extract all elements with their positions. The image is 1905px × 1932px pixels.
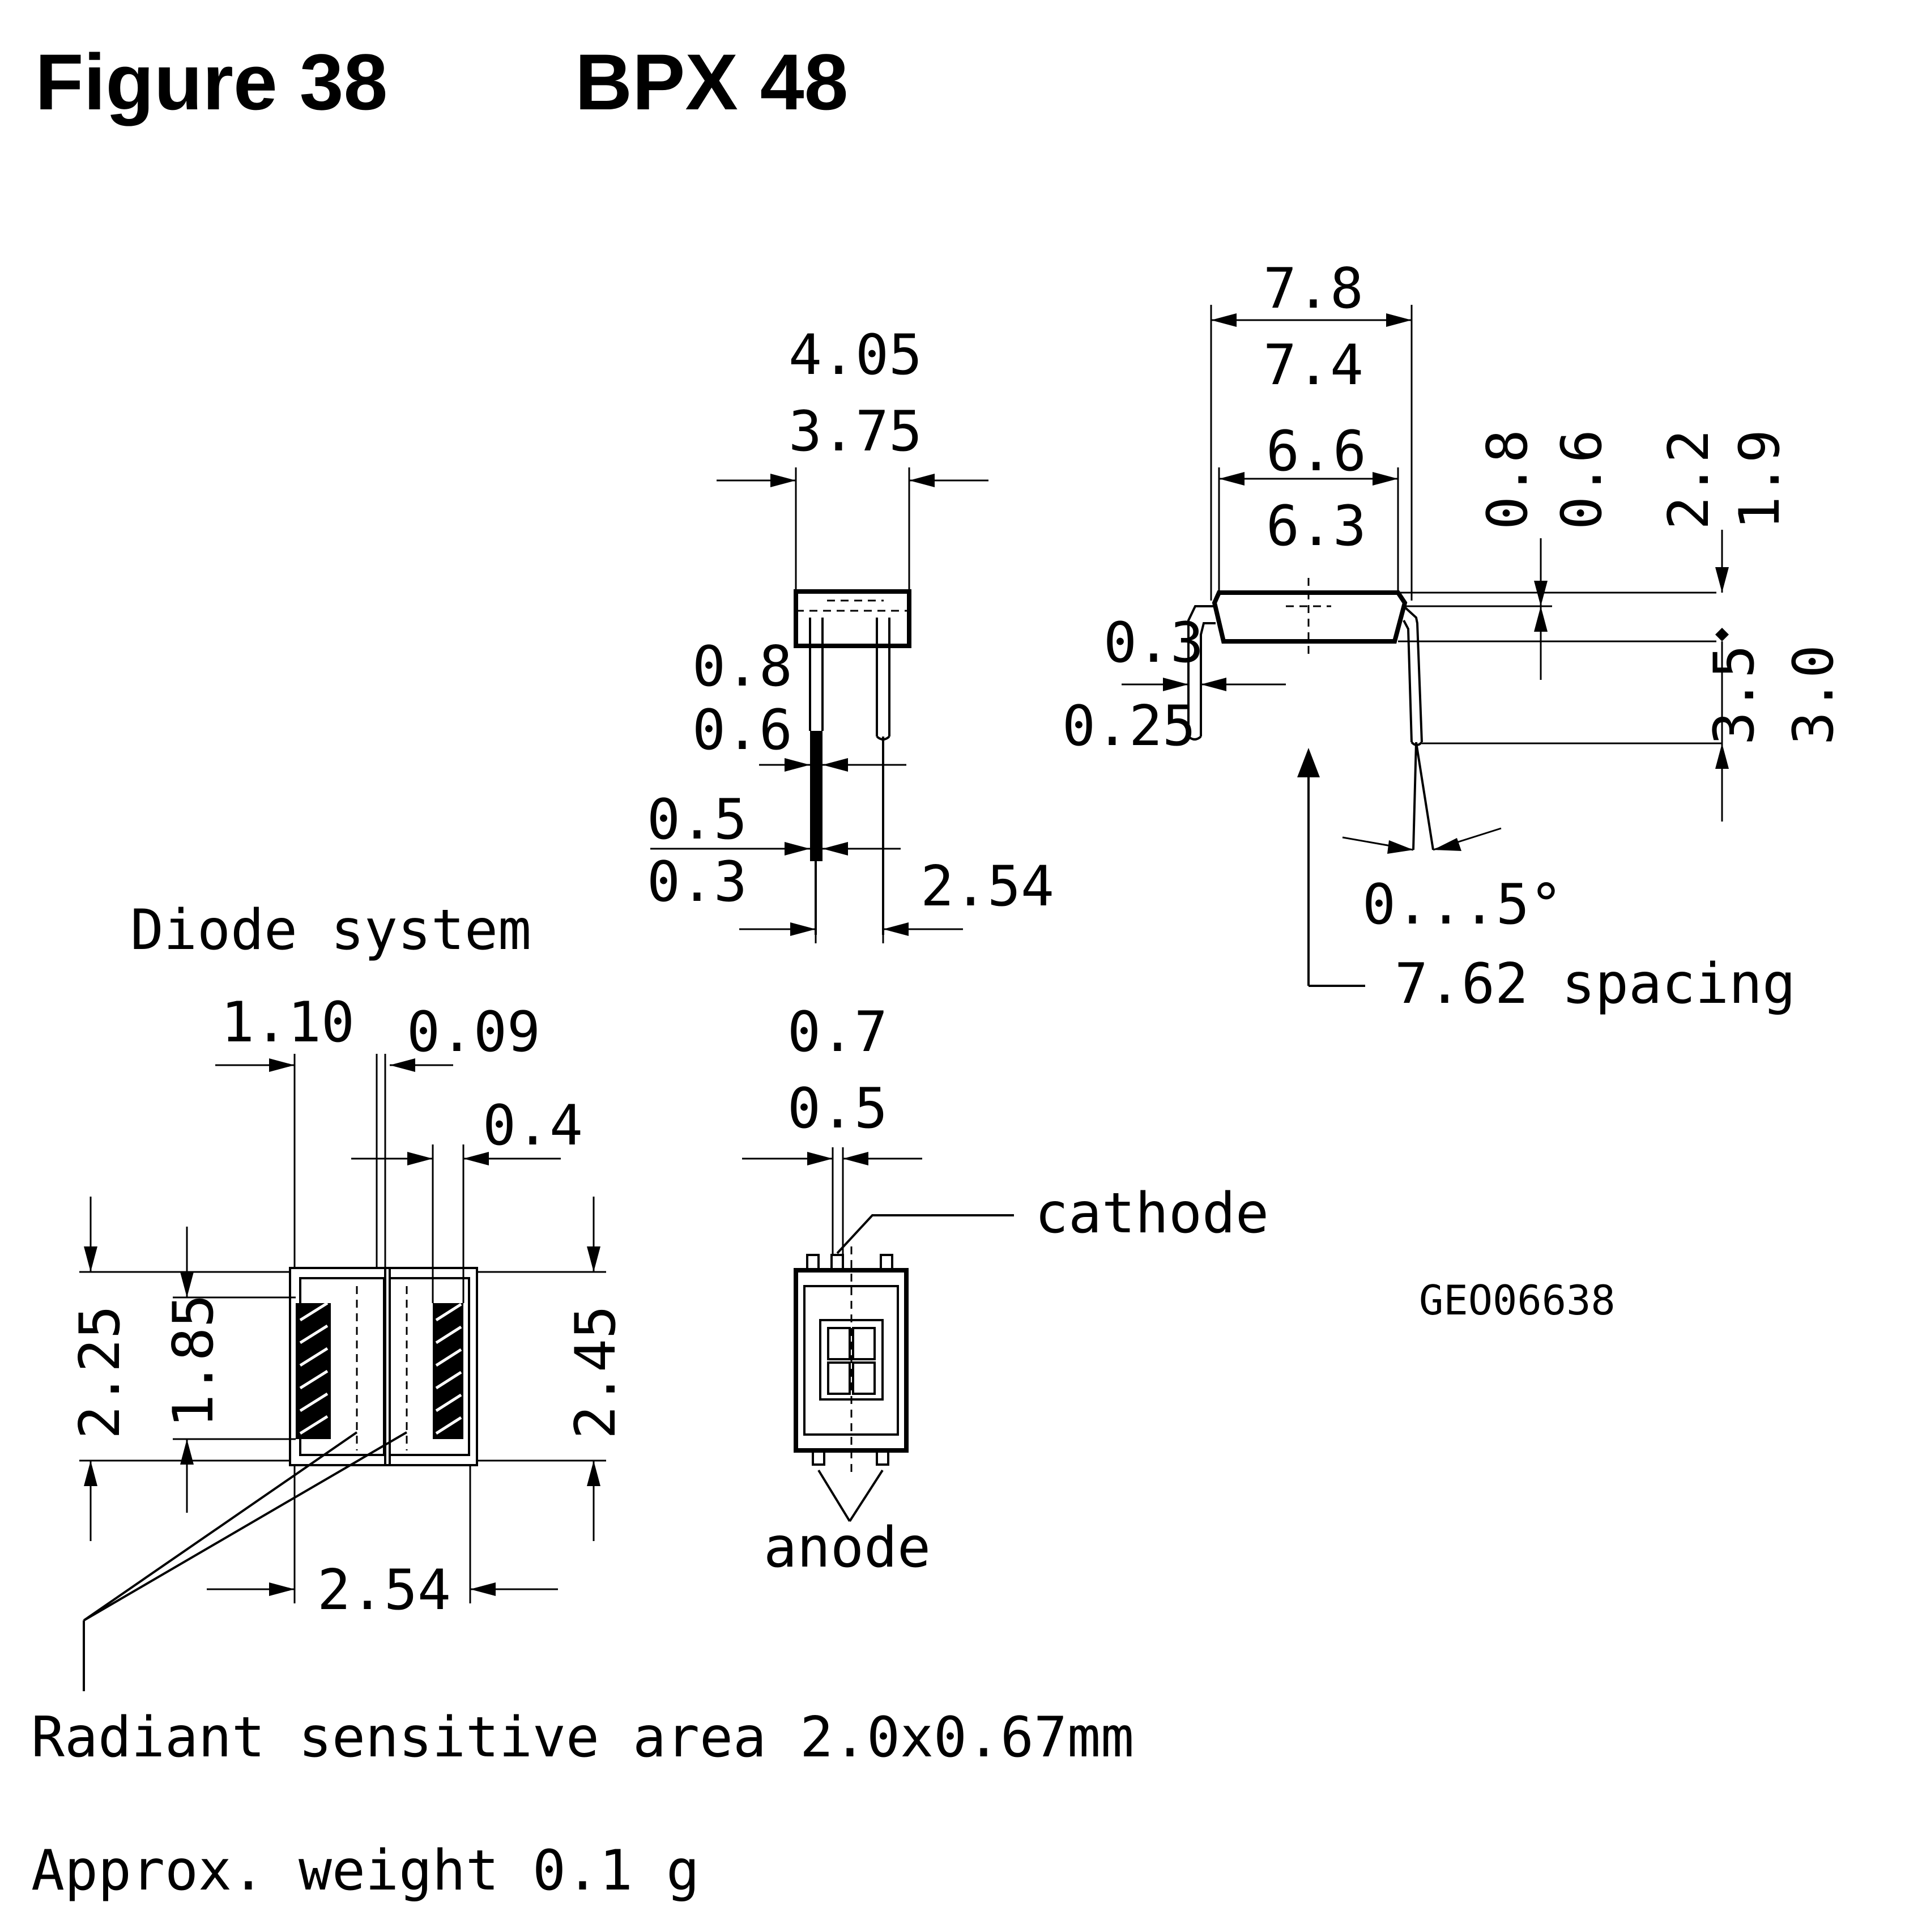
- top-pitch: 2.54: [920, 854, 1054, 919]
- side-height-min: 1.9: [1728, 429, 1792, 530]
- side-leadlen-min: 3.0: [1782, 645, 1846, 745]
- cathode-label: cathode: [1035, 1181, 1269, 1246]
- diode-dim-0-09: 0.09: [407, 1000, 540, 1065]
- top-view: 4.05 3.75 0.8 0.6 0.5 0.3 2.54: [647, 323, 1054, 943]
- top-width-max: 4.05: [789, 323, 922, 388]
- drawing-code: GEO06638: [1419, 1276, 1616, 1324]
- diode-system-title: Diode system: [130, 898, 531, 963]
- part-number: BPX 48: [575, 37, 848, 126]
- figure-label: Figure 38: [35, 37, 387, 126]
- top-lead2-min: 0.3: [647, 850, 747, 914]
- bottom-view: 0.7 0.5 cathode anode: [742, 1000, 1269, 1580]
- side-lead-thick-min: 0.25: [1062, 694, 1196, 759]
- top-lead-width-max: 0.8: [692, 635, 792, 699]
- anode-label: anode: [764, 1516, 931, 1580]
- diode-pitch: 2.54: [317, 1558, 451, 1623]
- weight-note: Approx. weight 0.1 g: [31, 1839, 700, 1903]
- radiant-area-note: Radiant sensitive area 2.0x0.67mm: [31, 1705, 1134, 1770]
- side-height-max: 2.2: [1657, 429, 1721, 530]
- diode-dim-1-85: 1.85: [161, 1294, 226, 1428]
- diode-system-view: Diode system 1.10 0.09: [68, 898, 628, 1691]
- side-body-max: 6.6: [1266, 419, 1366, 484]
- diode-dim-1-10: 1.10: [221, 990, 355, 1055]
- side-lead-angle: 0...5°: [1362, 873, 1563, 937]
- side-length-min: 7.4: [1263, 333, 1363, 398]
- side-leadlen-max: 3.5: [1702, 645, 1767, 745]
- bottom-width-max: 0.7: [787, 1000, 888, 1065]
- bottom-width-min: 0.5: [787, 1076, 888, 1141]
- top-lead-width-min: 0.6: [692, 698, 792, 763]
- diode-dim-2-25: 2.25: [68, 1305, 133, 1439]
- side-lead-thick-max: 0.3: [1103, 611, 1204, 675]
- diode-dim-2-45: 2.45: [564, 1305, 628, 1439]
- side-view: 7.8 7.4 6.6 6.3 0.8 0.6 2.2 1.9 3.5 3.0: [1062, 257, 1846, 1016]
- top-width-min: 3.75: [789, 399, 922, 464]
- side-length-max: 7.8: [1263, 257, 1363, 321]
- top-lead2-max: 0.5: [647, 788, 747, 852]
- side-thickness-max: 0.8: [1476, 429, 1540, 530]
- diode-dim-0-4: 0.4: [483, 1093, 583, 1158]
- lead-spacing-label: 7.62 spacing: [1395, 952, 1796, 1016]
- side-body-min: 6.3: [1266, 494, 1366, 559]
- side-thickness-min: 0.6: [1550, 429, 1614, 530]
